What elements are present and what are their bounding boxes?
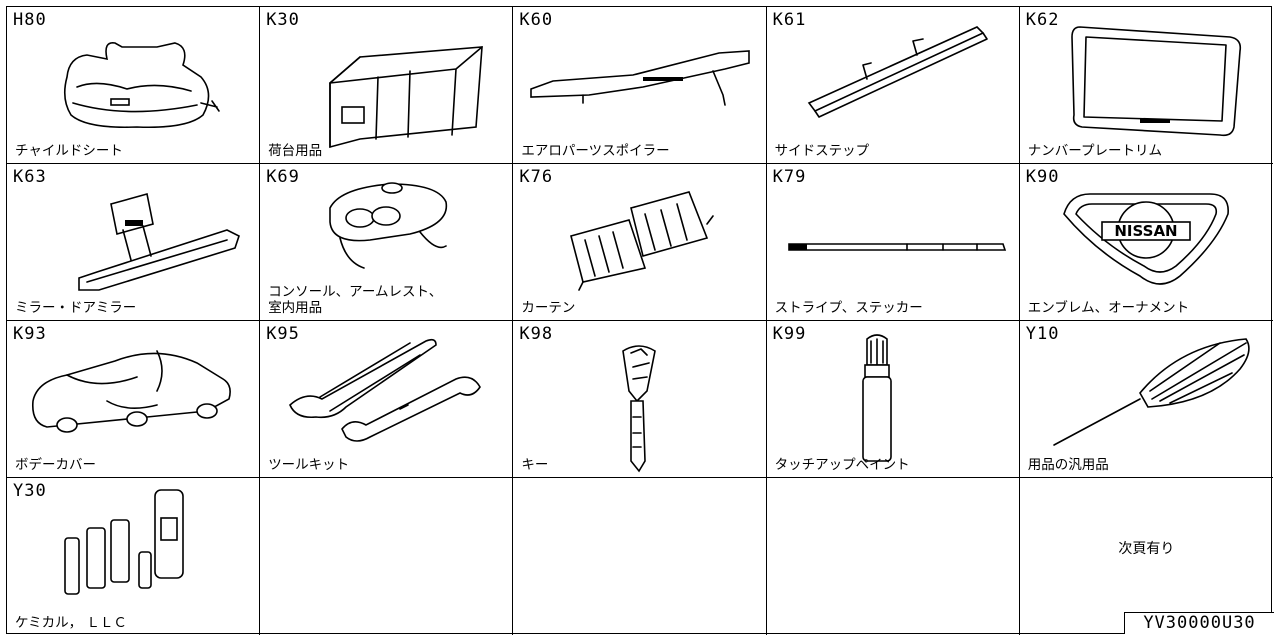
body-cover-icon [31, 350, 231, 433]
duster-icon [1052, 338, 1250, 446]
part-label: ミラー・ドアミラー [15, 300, 137, 316]
catalog-cell-y30: Y30 ケミカル， ＬＬＣ [7, 478, 261, 635]
catalog-cell-k98: K98 キー [513, 321, 767, 478]
part-label: ボデーカバー [15, 457, 96, 473]
part-code: K63 [13, 167, 47, 187]
part-code: H80 [13, 10, 47, 30]
part-label: ストライプ、ステッカー [774, 300, 923, 316]
catalog-cell-k93: K93 ボデーカバー [7, 321, 261, 478]
part-code: K62 [1025, 10, 1060, 30]
catalog-cell-empty [513, 478, 767, 635]
catalog-grid: H80 チャイルドシート K30 荷台用品 K60 エアロパーツスポイラー K61 サイ… [6, 6, 1273, 635]
part-code: K98 [519, 324, 554, 344]
part-label: チャイルドシート [15, 143, 123, 159]
catalog-cell-k95: K95 ツールキット [260, 321, 514, 478]
tool-kit-icon [289, 338, 482, 442]
catalog-cell-h80: H80 チャイルドシート [7, 7, 261, 164]
part-code: K30 [266, 10, 300, 30]
part-label: エンブレム、オーナメント [1027, 300, 1190, 316]
part-code: K69 [266, 167, 300, 187]
emblem-icon: NISSAN [1062, 193, 1229, 285]
catalog-cell-k63: K63 ミラー・ドアミラー [7, 164, 261, 321]
emblem-text: NISSAN [1114, 222, 1177, 240]
part-code: Y30 [13, 481, 47, 501]
part-code: K76 [519, 167, 554, 187]
part-label: サイドステップ [774, 143, 870, 159]
cargo-cover-icon [329, 46, 484, 149]
stripe-sticker-icon [787, 243, 1006, 251]
part-code: K61 [772, 10, 807, 30]
catalog-cell-k90: NISSAN K90 エンブレム、オーナメント [1019, 164, 1273, 321]
touch-up-paint-icon [861, 334, 892, 462]
catalog-cell-k76: K76 カーテン [513, 164, 767, 321]
catalog-cell-k30: K30 荷台用品 [260, 7, 514, 164]
rear-view-mirror-icon [78, 192, 240, 291]
catalog-cell-k79: K79 ストライプ、ステッカー [766, 164, 1020, 321]
part-code: K79 [772, 167, 807, 187]
part-code: K95 [266, 324, 300, 344]
curtain-icon [570, 191, 715, 291]
console-armrest-icon [329, 182, 448, 269]
catalog-cell-y10: Y10 用品の汎用品 [1019, 321, 1273, 478]
part-label: キー [521, 457, 549, 473]
part-code: K60 [519, 10, 554, 30]
part-label: タッチアップペイント [774, 457, 910, 473]
part-label: 用品の汎用品 [1027, 457, 1109, 473]
catalog-cell-empty [767, 478, 1020, 635]
part-label: カーテン [521, 300, 576, 316]
part-label: エアロパーツスポイラー [521, 143, 670, 159]
part-code: Y10 [1025, 324, 1060, 344]
child-seat-icon [63, 42, 220, 129]
catalog-cell-k61: K61 サイドステップ [766, 7, 1020, 164]
part-code: K90 [1025, 167, 1060, 187]
part-label: 荷台用品 [268, 143, 323, 159]
part-code: K99 [772, 324, 807, 344]
catalog-cell-empty [260, 478, 514, 635]
document-id: YV30000U30 [1124, 612, 1274, 634]
part-label: ツールキット [268, 457, 350, 473]
part-label: コンソール、アームレスト、 室内用品 [268, 284, 443, 316]
catalog-cell-k69: K69 コンソール、アームレスト、 室内用品 [260, 164, 514, 321]
next-page-note: 次頁有り [1118, 541, 1175, 557]
catalog-cell-k60: K60 エアロパーツスポイラー [513, 7, 767, 164]
catalog-cell-k99: K99 タッチアップペイント [766, 321, 1020, 478]
chemical-bottles-icon [64, 489, 184, 595]
part-label: ナンバープレートリム [1027, 143, 1162, 159]
part-code: K93 [13, 324, 47, 344]
side-step-icon [807, 26, 988, 118]
part-label: ケミカル， ＬＬＣ [15, 615, 127, 631]
plate-rim-icon [1070, 26, 1241, 137]
catalog-cell-empty: 次頁有り [1020, 478, 1273, 635]
rear-spoiler-icon [530, 50, 751, 106]
key-icon [622, 345, 657, 473]
catalog-cell-k62: K62 ナンバープレートリム [1019, 7, 1273, 164]
